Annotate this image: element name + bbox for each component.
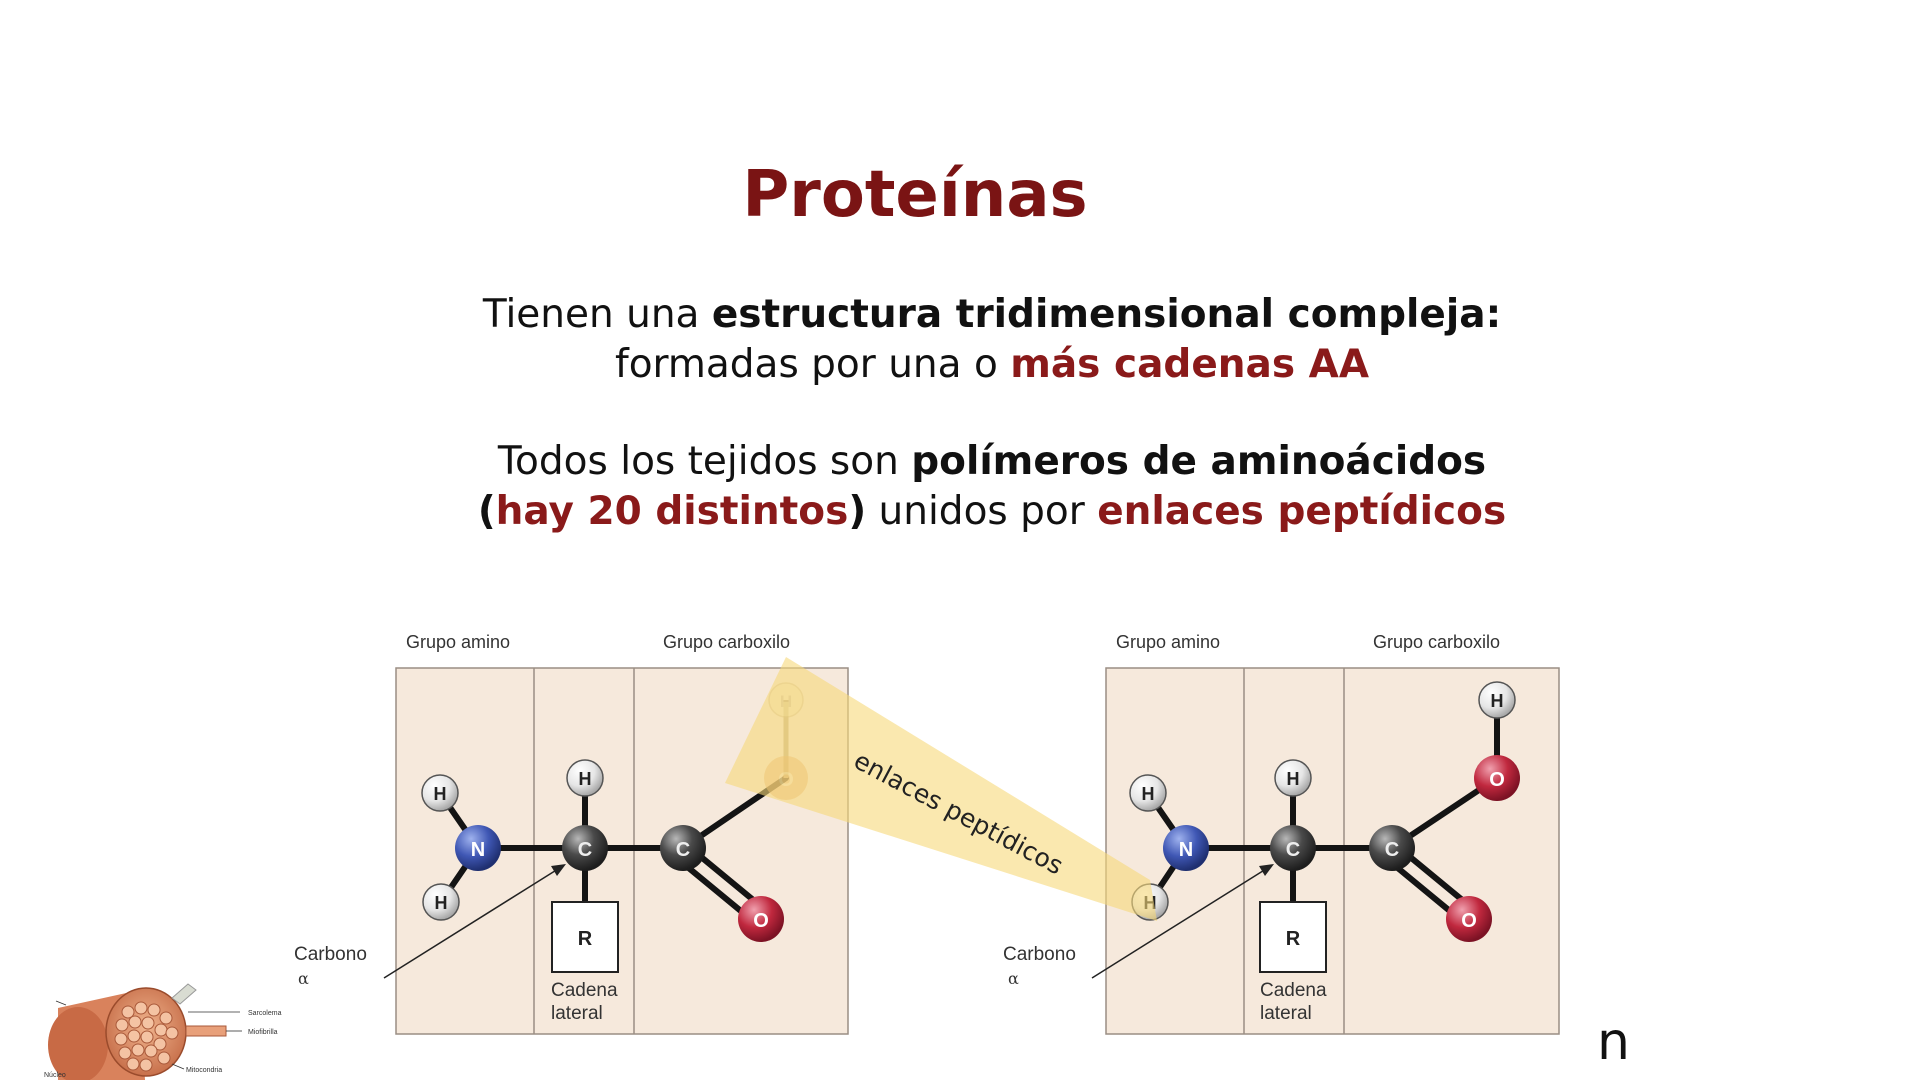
atom-n: N — [455, 825, 501, 871]
atom-c-alpha: C — [562, 825, 608, 871]
trailing-character: n — [1597, 1012, 1630, 1072]
highlight-fragment: hay 20 distintos — [495, 489, 849, 534]
atom-label: H — [1287, 769, 1300, 789]
amino-acid-left: Grupo amino Grupo carboxilo H H N H C C … — [294, 632, 849, 1035]
bold-fragment: ) — [848, 489, 867, 534]
arrow-head — [551, 864, 566, 876]
amino-group-label: Grupo amino — [406, 632, 510, 652]
nucleus-label: Núcleo — [44, 1072, 66, 1079]
atom-c-carboxyl: C — [660, 825, 706, 871]
atom-label: H — [579, 769, 592, 789]
r-group-box — [1259, 901, 1327, 973]
carbon-alpha-arrow — [1091, 868, 1267, 979]
mitochondria-label: Mitocondria — [186, 1067, 222, 1074]
muscle-body — [48, 1007, 108, 1080]
atom-h-2: H — [422, 883, 460, 921]
amino-acid-right: Grupo amino Grupo carboxilo H H N H C C … — [1003, 632, 1560, 1035]
arrow-head — [1259, 864, 1274, 876]
atom-c-carboxyl: C — [1369, 825, 1415, 871]
atom-o-double: O — [1446, 896, 1492, 942]
text-fragment: Tienen una — [482, 292, 712, 337]
bold-fragment: estructura tridimensional compleja — [711, 292, 1486, 337]
atom-h-1: H — [1129, 774, 1167, 812]
text-fragment: unidos por — [866, 489, 1098, 534]
text-fragment: Todos los tejidos son — [497, 439, 912, 484]
atom-label: N — [1179, 839, 1193, 861]
carbon-alpha-arrow — [383, 868, 559, 979]
alpha-symbol: α — [298, 969, 309, 988]
atom-label: N — [471, 839, 485, 861]
muscle-fiber-illustration: Sarcolema Miofibrilla Mitocondria Núcleo — [44, 983, 282, 1080]
carboxyl-group-label: Grupo carboxilo — [1373, 632, 1500, 652]
bold-fragment: ( — [477, 489, 496, 534]
atom-label: H — [435, 893, 448, 913]
highlight-fragment: enlaces peptídicos — [1097, 489, 1507, 534]
para1-line1: Tienen una estructura tridimensional com… — [0, 290, 1920, 340]
side-chain-label-2: lateral — [1260, 1003, 1312, 1024]
sarcolemma-label: Sarcolema — [248, 1010, 282, 1017]
atom-label: O — [753, 910, 769, 932]
atom-label: C — [1385, 839, 1399, 861]
sarcolemma-flap — [171, 983, 197, 1005]
para2-line2: (hay 20 distintos) unidos por enlaces pe… — [0, 487, 1920, 537]
atom-n: N — [1163, 825, 1209, 871]
atom-label: C — [1286, 839, 1300, 861]
carbon-alpha-label: Carbono — [294, 944, 367, 965]
label-lines — [55, 1000, 242, 1070]
carboxyl-group-label: Grupo carboxilo — [663, 632, 790, 652]
myofibril-bundle — [114, 1001, 179, 1072]
atom-label: C — [578, 839, 592, 861]
atom-c-alpha: C — [1270, 825, 1316, 871]
amino-group-label: Grupo amino — [1116, 632, 1220, 652]
atom-h-1: H — [421, 774, 459, 812]
myofibril — [185, 1025, 227, 1037]
para1-line2: formadas por una o más cadenas AA — [0, 340, 1920, 390]
highlight-fragment: más cadenas AA — [1010, 342, 1370, 387]
atom-h-3: H — [1274, 759, 1312, 797]
text-fragment: formadas por una o — [614, 342, 1011, 387]
bold-fragment: : — [1485, 292, 1502, 337]
atom-o-hydroxyl: O — [1474, 755, 1520, 801]
atom-o-double: O — [738, 896, 784, 942]
side-chain-label-2: lateral — [551, 1003, 603, 1024]
peptide-bond-highlight — [725, 657, 1157, 921]
alpha-symbol: α — [1008, 969, 1019, 988]
carbon-alpha-label: Carbono — [1003, 944, 1076, 965]
description-paragraph-2: Todos los tejidos son polímeros de amino… — [0, 437, 1920, 537]
atom-label: H — [1491, 691, 1504, 711]
atom-h-3: H — [566, 759, 604, 797]
atom-label: O — [1461, 910, 1477, 932]
atom-label: O — [1489, 769, 1505, 791]
para2-line1: Todos los tejidos son polímeros de amino… — [0, 437, 1920, 487]
atom-label: C — [676, 839, 690, 861]
atom-label: H — [434, 784, 447, 804]
atom-h-hydroxyl: H — [1478, 681, 1516, 719]
side-chain-label-1: Cadena — [551, 980, 618, 1001]
r-group-box — [551, 901, 619, 973]
slide-title: Proteínas — [742, 158, 1088, 232]
r-group-label: R — [1286, 928, 1301, 950]
side-chain-label-1: Cadena — [1260, 980, 1327, 1001]
atom-label: H — [1142, 784, 1155, 804]
myofibril-label: Miofibrilla — [248, 1029, 278, 1036]
r-group-label: R — [578, 928, 593, 950]
description-paragraph-1: Tienen una estructura tridimensional com… — [0, 290, 1920, 390]
bold-fragment: polímeros de aminoácidos — [911, 439, 1487, 484]
